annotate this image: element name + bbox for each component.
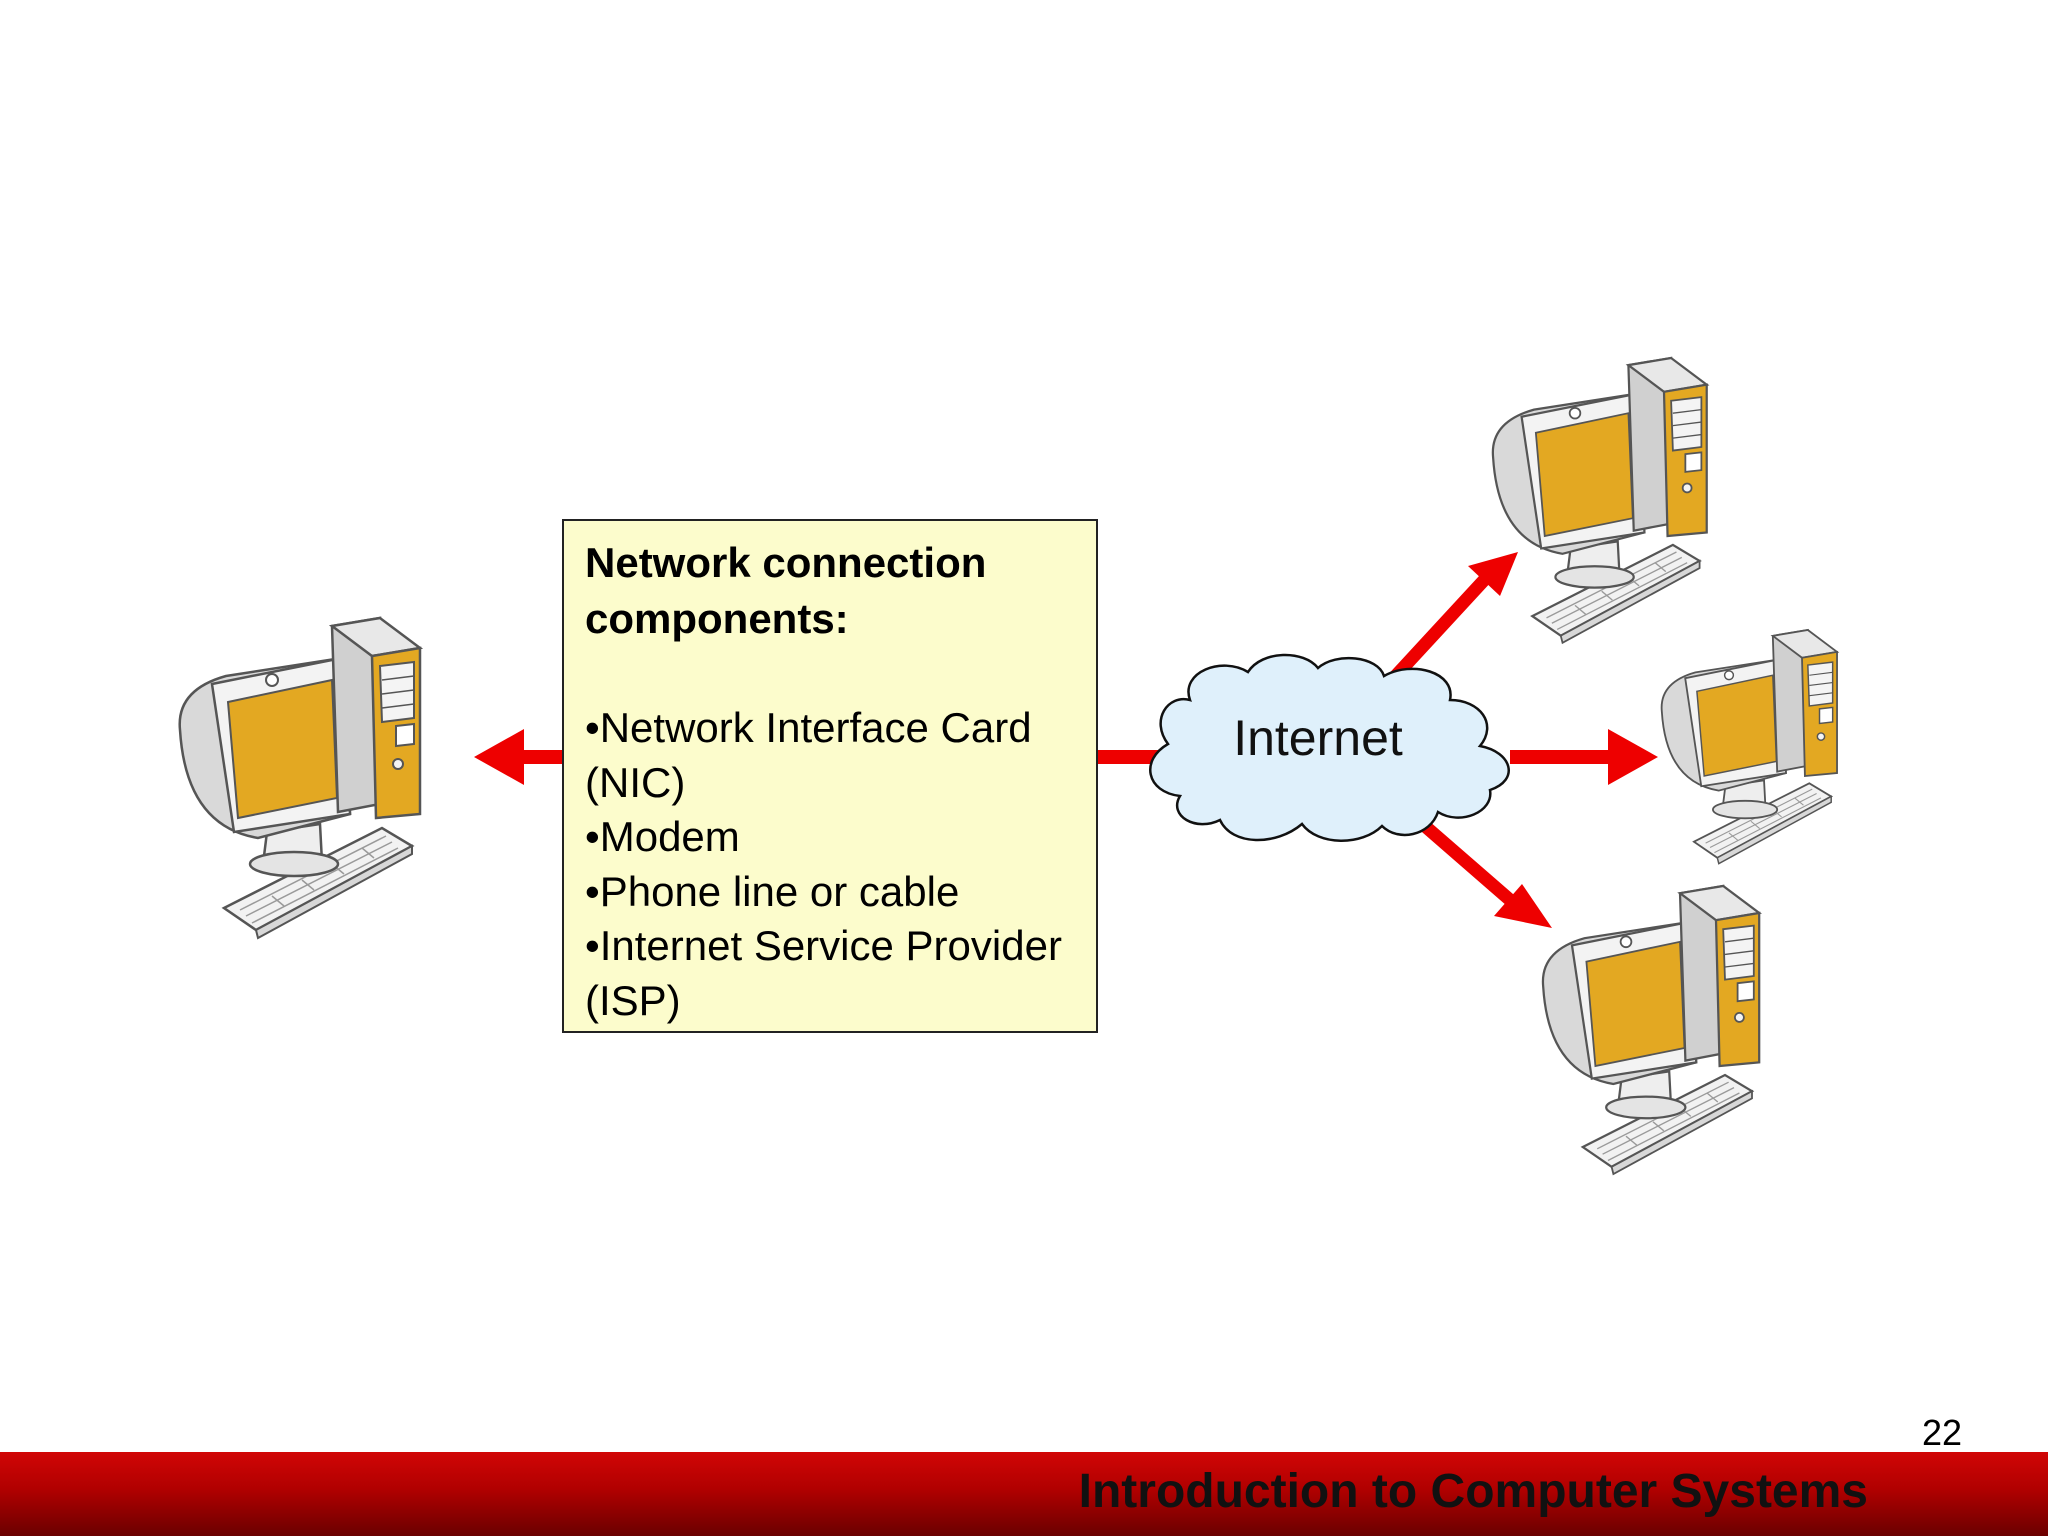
- desktop-computer-icon-middle-right: [1660, 629, 1838, 865]
- components-heading: Network connection components:: [585, 539, 987, 642]
- footer-title: Introduction to Computer Systems: [1078, 1465, 1868, 1518]
- footer-bar: Introduction to Computer Systems: [0, 1452, 2048, 1536]
- components-list: Network Interface Card (NIC) Modem Phone…: [585, 701, 1078, 1028]
- list-item-modem: Modem: [585, 810, 1078, 865]
- desktop-computer-icon-bottom-right: [1541, 884, 1761, 1176]
- desktop-computer-icon-top-right: [1491, 356, 1708, 644]
- list-item-phone-line: Phone line or cable: [585, 865, 1078, 920]
- red-arrows: [474, 552, 1658, 928]
- list-item-isp: Internet Service Provider (ISP): [585, 919, 1078, 1028]
- desktop-computer-icon-local: [178, 616, 422, 940]
- network-components-box: Network connection components: Network I…: [562, 519, 1098, 1033]
- list-item-nic: Network Interface Card (NIC): [585, 701, 1078, 810]
- internet-label: Internet: [1233, 710, 1403, 766]
- page-number: 22: [1921, 1412, 1962, 1453]
- cloud-icon: [1149, 653, 1510, 842]
